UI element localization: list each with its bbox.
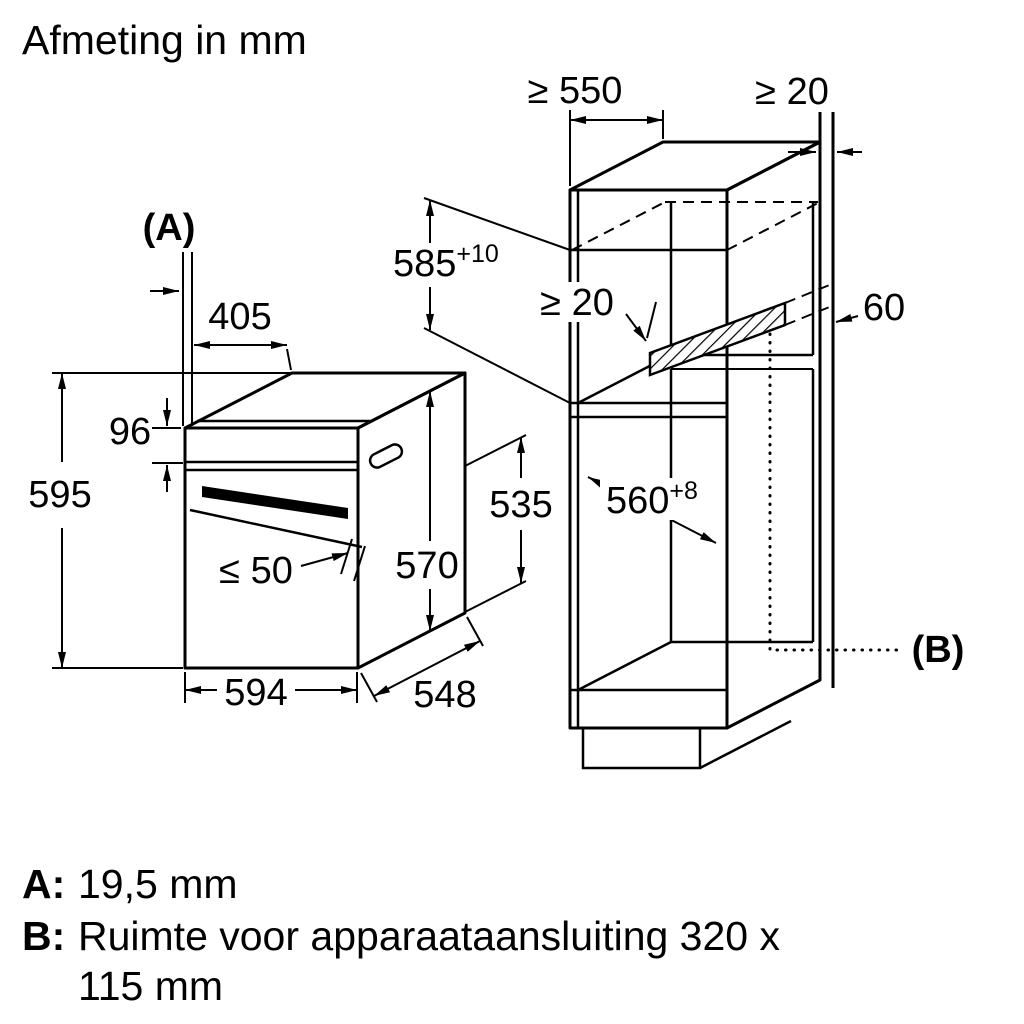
dim-label-405: 405 [208,296,271,338]
dim-a-extension-lines [182,252,193,426]
dim-585-value: 585 [393,243,456,285]
dim-548-extension-lines [360,616,484,703]
dim-label-594: 594 [224,672,287,714]
oven-side-grip-hole [368,443,404,469]
legend-row-a: A: 19,5 mm [22,861,238,907]
dim-le-50-extension-lines [340,538,366,582]
oven-door-handle [202,486,348,519]
dim-20-vent-label-backdrop [528,282,628,322]
dim-label-ge-20-rear: ≥ 20 [755,71,829,113]
oven-front-face [183,426,360,670]
dim-405-extension [286,348,292,371]
dim-label-595: 595 [28,474,91,516]
legend-a-value: 19,5 mm [78,861,238,907]
dim-560-tolerance: +8 [669,477,698,505]
cabinet-side-face [725,140,822,730]
shelf-front-edges [570,401,727,419]
dim-585-extension-lines [423,197,571,404]
legend-b-value-line1: Ruimte voor apparaataansluiting 320 x [78,913,780,959]
dim-20-vent-arrow [625,313,647,342]
dim-label-ge-550: ≥ 550 [528,70,623,112]
reference-line-b [768,332,900,652]
dim-560-value: 560 [606,480,669,522]
oven-drawing [183,371,467,670]
dim-535-extension-lines [464,434,527,613]
cabinet-drawing [568,112,900,770]
dim-label-le-50: ≤ 50 [219,550,293,592]
legend-b-value-line2: 115 mm [78,963,223,1009]
dim-96-extension-lines [152,427,183,464]
cabinet-dimensions: ≥ 550 ≥ 20 585+10 ≥ 20 60 560+8 (B) [393,70,964,671]
oven-control-panel-lines [185,460,358,472]
dim-560-label-backdrop [600,478,718,520]
oven-side-face [356,371,467,670]
shelf-top-edges [577,353,813,405]
dim-label-560: 560+8 [606,477,698,522]
page-title: Afmeting in mm [22,17,307,63]
dim-20-vent-extension [646,301,657,339]
oven-door-edge-line [189,508,363,549]
dim-label-548: 548 [413,674,476,716]
cabinet-front-face [568,188,729,730]
cabinet-top-face [568,140,822,192]
legend-a-key: A: [22,861,65,907]
connection-area-hidden-lines [784,283,833,326]
oven-dimensions: (A) 405 96 595 ≤ 50 570 535 594 [28,207,552,716]
cabinet-plinth [581,719,792,770]
dim-label-585: 585+10 [393,240,499,285]
dim-label-96: 96 [109,411,151,453]
legend: A: 19,5 mm B: Ruimte voor apparaataansluit… [22,861,780,1009]
dim-label-535: 535 [489,484,552,526]
dim-548-line [373,640,481,697]
legend-row-b: B: Ruimte voor apparaataansluiting 320 x [22,913,780,959]
dim-60-arrow [835,313,859,323]
niche-back-corner-edges [669,202,815,355]
niche-ceiling-hidden-lines [571,201,819,251]
dim-label-a: (A) [143,207,196,249]
dim-label-60: 60 [863,287,905,329]
dim-585-tolerance: +10 [456,240,498,268]
legend-b-key: B: [22,913,65,959]
dim-le-50-arrow [300,552,349,567]
dim-label-570: 570 [395,545,458,587]
dim-label-ge-20-vent: ≥ 20 [540,282,614,324]
dim-label-b: (B) [912,629,965,671]
lower-compartment-floor-edges [570,640,813,692]
dim-595-extension-lines [52,372,290,669]
